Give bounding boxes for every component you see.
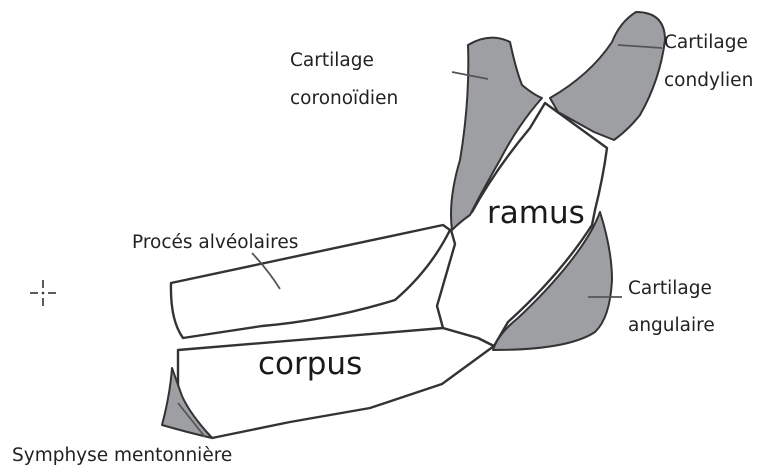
label-condylar-line2: condylien: [664, 70, 753, 91]
label-corpus: corpus: [258, 346, 362, 382]
crosshair-cursor-icon: [30, 280, 56, 306]
label-condylar-line1: Cartilage: [664, 32, 748, 53]
label-angular-line1: Cartilage: [628, 278, 712, 299]
label-symphysis: Symphyse mentonnière: [12, 445, 232, 466]
label-angular-line2: angulaire: [628, 315, 715, 336]
label-alveolar-process: Procés alvéolaires: [132, 232, 298, 253]
corpus-shape: [178, 328, 494, 438]
label-ramus: ramus: [487, 195, 585, 231]
label-coronoid-line1: Cartilage: [290, 50, 374, 71]
label-coronoid-line2: coronoïdien: [290, 88, 398, 109]
